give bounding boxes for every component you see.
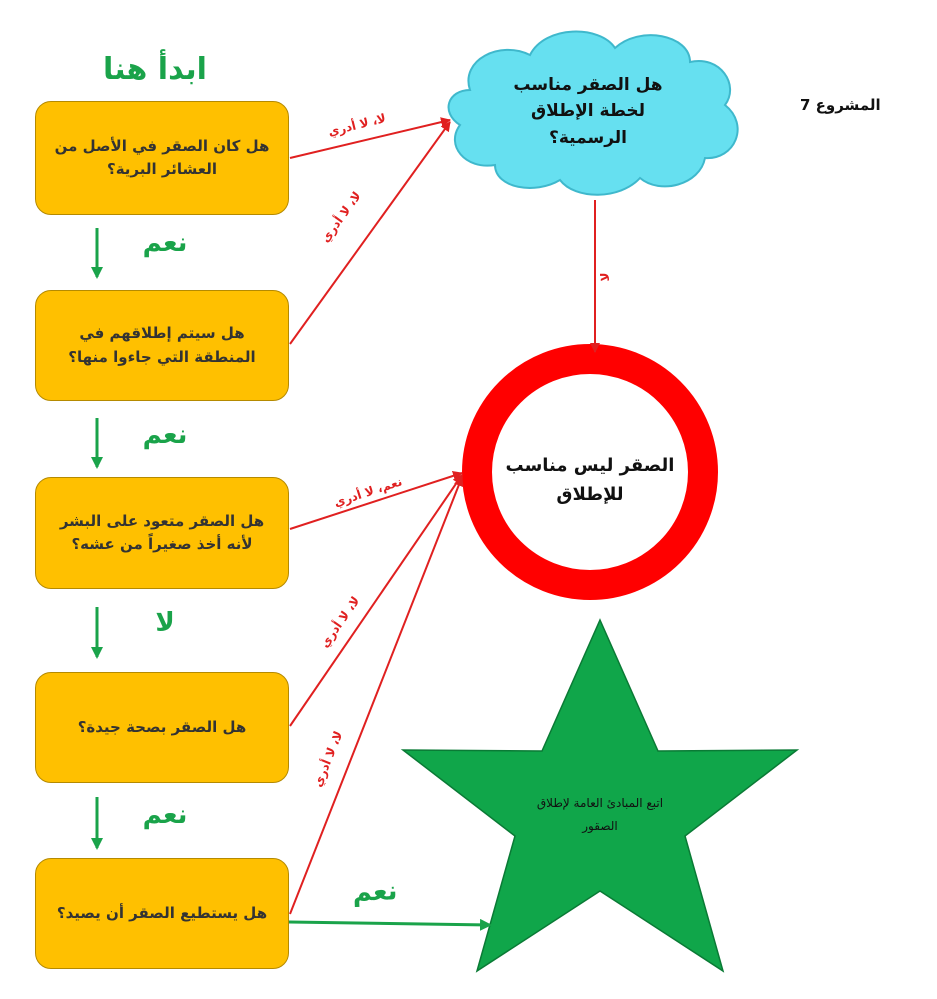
flow-answer-4: نعم [142, 800, 188, 830]
start-label: ابدأ هنا [103, 52, 207, 87]
question-box-origin: هل كان الصقر في الأصل من العشائر البرية؟ [35, 101, 289, 215]
cloud-text: هل الصقر مناسب لخطة الإطلاق الرسمية؟ [513, 75, 663, 148]
edge-q5-ring [289, 476, 464, 915]
star-node [400, 618, 800, 973]
question-box-health: هل الصقر بصحة جيدة؟ [35, 672, 289, 783]
ring-text: الصقر ليس مناسب للإطلاق [505, 455, 675, 505]
edge-q2-cloud [289, 121, 451, 345]
question-box-hunting: هل يستطيع الصقر أن يصيد؟ [35, 858, 289, 969]
edge-q1-cloud [289, 117, 451, 159]
edge-label-cloud: لا [598, 272, 612, 282]
flow-answer-1: نعم [142, 228, 188, 258]
question-box-habituated: هل الصقر متعود على البشر لأنه أخذ صغيراً… [35, 477, 289, 589]
question-box-release-area: هل سيتم إطلاقهم في المنطقة التي جاءوا من… [35, 290, 289, 401]
final-yes-label: نعم [352, 876, 398, 908]
edge-q3-ring [289, 471, 463, 530]
project-label: المشروع 7 [800, 96, 881, 114]
cloud-node [447, 30, 739, 196]
edge-q4-ring [289, 474, 463, 727]
flow-answer-2: نعم [142, 420, 188, 450]
ring-node [462, 344, 718, 600]
flow-answer-3: لا [155, 608, 175, 638]
yes-to-star-arrow [288, 918, 492, 931]
star-text: اتبع المبادئ العامة لإطلاق الصقور [536, 796, 664, 833]
